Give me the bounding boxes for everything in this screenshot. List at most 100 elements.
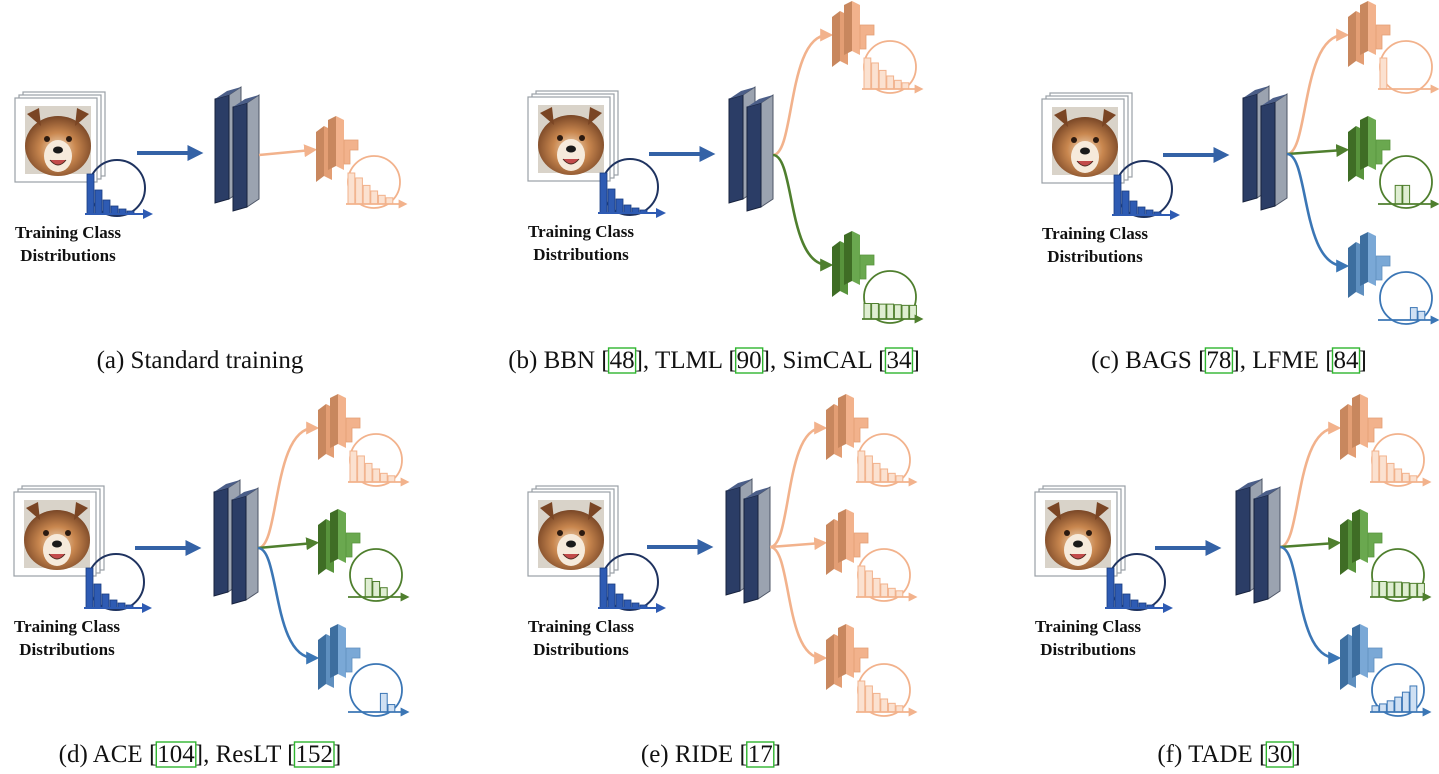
training-label-line1: Training Class — [14, 617, 120, 636]
distribution-bar — [893, 79, 902, 90]
expert-tab — [1375, 139, 1391, 165]
expert-slab — [1352, 624, 1360, 678]
class-distribution-icon — [862, 40, 924, 94]
expert-slab — [1360, 394, 1368, 448]
backbone-layer-side — [1267, 486, 1281, 600]
backbone-layer-front — [1260, 101, 1276, 211]
backbone-layer-top — [1261, 94, 1287, 106]
expert-slab — [1360, 232, 1368, 286]
expert-slab — [318, 519, 326, 575]
dog-ear — [540, 107, 554, 125]
backbone-layer-front — [1242, 93, 1258, 203]
expert-tab — [345, 417, 361, 443]
distribution-bar — [880, 583, 889, 598]
expert-branch-arrow — [257, 546, 320, 665]
expert-slab — [1340, 634, 1348, 690]
expert-tab — [853, 647, 869, 673]
distribution-bar — [886, 75, 895, 90]
distribution-bar — [101, 593, 110, 609]
expert-head-icon — [832, 231, 875, 297]
expert-slab — [852, 1, 860, 55]
distribution-bar — [887, 702, 896, 713]
expert-slab — [328, 116, 336, 170]
distribution-bar — [865, 455, 873, 483]
class-distribution-icon — [85, 159, 153, 219]
expert-branch-arrow — [769, 537, 828, 551]
backbone-layer-side — [245, 487, 259, 601]
distribution-bar — [872, 577, 881, 598]
backbone-layer-front — [213, 487, 229, 597]
citation-ref: [152] — [287, 741, 341, 768]
dog-mouth — [48, 553, 66, 560]
expert-head-icon — [832, 1, 875, 67]
class-distribution-icon — [1370, 663, 1432, 717]
expert-tab — [1375, 255, 1391, 281]
expert-head-icon — [826, 624, 869, 690]
expert-slab — [832, 11, 840, 67]
backbone-layer-front — [231, 495, 247, 605]
expert-branch-arrow — [257, 537, 320, 551]
dog-mouth — [562, 158, 580, 165]
dog-ear — [588, 502, 602, 520]
distribution-bar — [1394, 184, 1403, 205]
distribution-bar — [909, 304, 917, 320]
panel-caption: (a) Standard training — [97, 347, 304, 374]
backbone-layer-side — [760, 94, 774, 208]
panel-caption: (d) ACE [104], ResLT [152] — [59, 741, 342, 768]
distribution-circle — [1379, 40, 1433, 94]
expert-tab — [1367, 532, 1383, 558]
expert-branch-arrow — [258, 144, 318, 158]
citation-ref: [78] — [1198, 347, 1240, 374]
expert-branch-arrow — [772, 153, 834, 272]
distribution-bar — [1417, 310, 1426, 321]
distribution-bar — [1401, 691, 1410, 713]
class-distribution-icon — [346, 155, 408, 209]
expert-slab — [316, 126, 324, 182]
distribution-bar — [1379, 57, 1388, 90]
expert-tab — [853, 417, 869, 443]
expert-slab — [1360, 116, 1368, 170]
dog-eye — [557, 135, 563, 141]
distribution-bar — [364, 577, 373, 598]
distribution-bar — [1379, 455, 1387, 483]
citation-box — [734, 347, 764, 374]
class-distribution-icon — [1370, 548, 1432, 602]
expert-slab — [338, 394, 346, 448]
dog-muzzle — [557, 534, 585, 566]
class-distribution-icon — [1105, 553, 1173, 613]
image-stack-icon — [1034, 485, 1126, 577]
distribution-bar — [880, 468, 889, 483]
dog-nose — [1080, 147, 1090, 155]
dog-mouth — [49, 159, 67, 166]
distribution-bar — [1409, 307, 1418, 321]
class-distribution-icon — [598, 553, 666, 613]
dog-ear — [1047, 502, 1061, 520]
caption-text: (c) BAGS — [1091, 347, 1198, 374]
distribution-bar — [1371, 705, 1380, 713]
expert-slab — [838, 509, 846, 563]
expert-slab — [1360, 624, 1368, 678]
expert-branch-arrow — [769, 545, 828, 665]
citation-ref: [104] — [149, 741, 203, 768]
expert-branch-arrow — [1286, 28, 1350, 156]
distribution-bar — [1386, 581, 1395, 598]
distribution-bar — [387, 704, 396, 713]
dog-ear — [1054, 109, 1068, 127]
expert-slab — [1360, 1, 1368, 55]
backbone-layer-side — [757, 486, 771, 600]
expert-slab — [838, 394, 846, 448]
distribution-bar — [93, 583, 102, 609]
backbone-layer-front — [728, 94, 744, 204]
expert-slab — [1368, 1, 1376, 55]
backbone-layer-front — [743, 494, 759, 604]
expert-head-icon — [318, 394, 361, 460]
dog-ear — [26, 502, 40, 520]
caption-text: (b) BBN — [508, 347, 601, 374]
distribution-bar — [1386, 700, 1395, 713]
class-distribution-icon — [348, 663, 410, 717]
distribution-bar — [1114, 583, 1123, 609]
distribution-bar — [1402, 184, 1411, 205]
